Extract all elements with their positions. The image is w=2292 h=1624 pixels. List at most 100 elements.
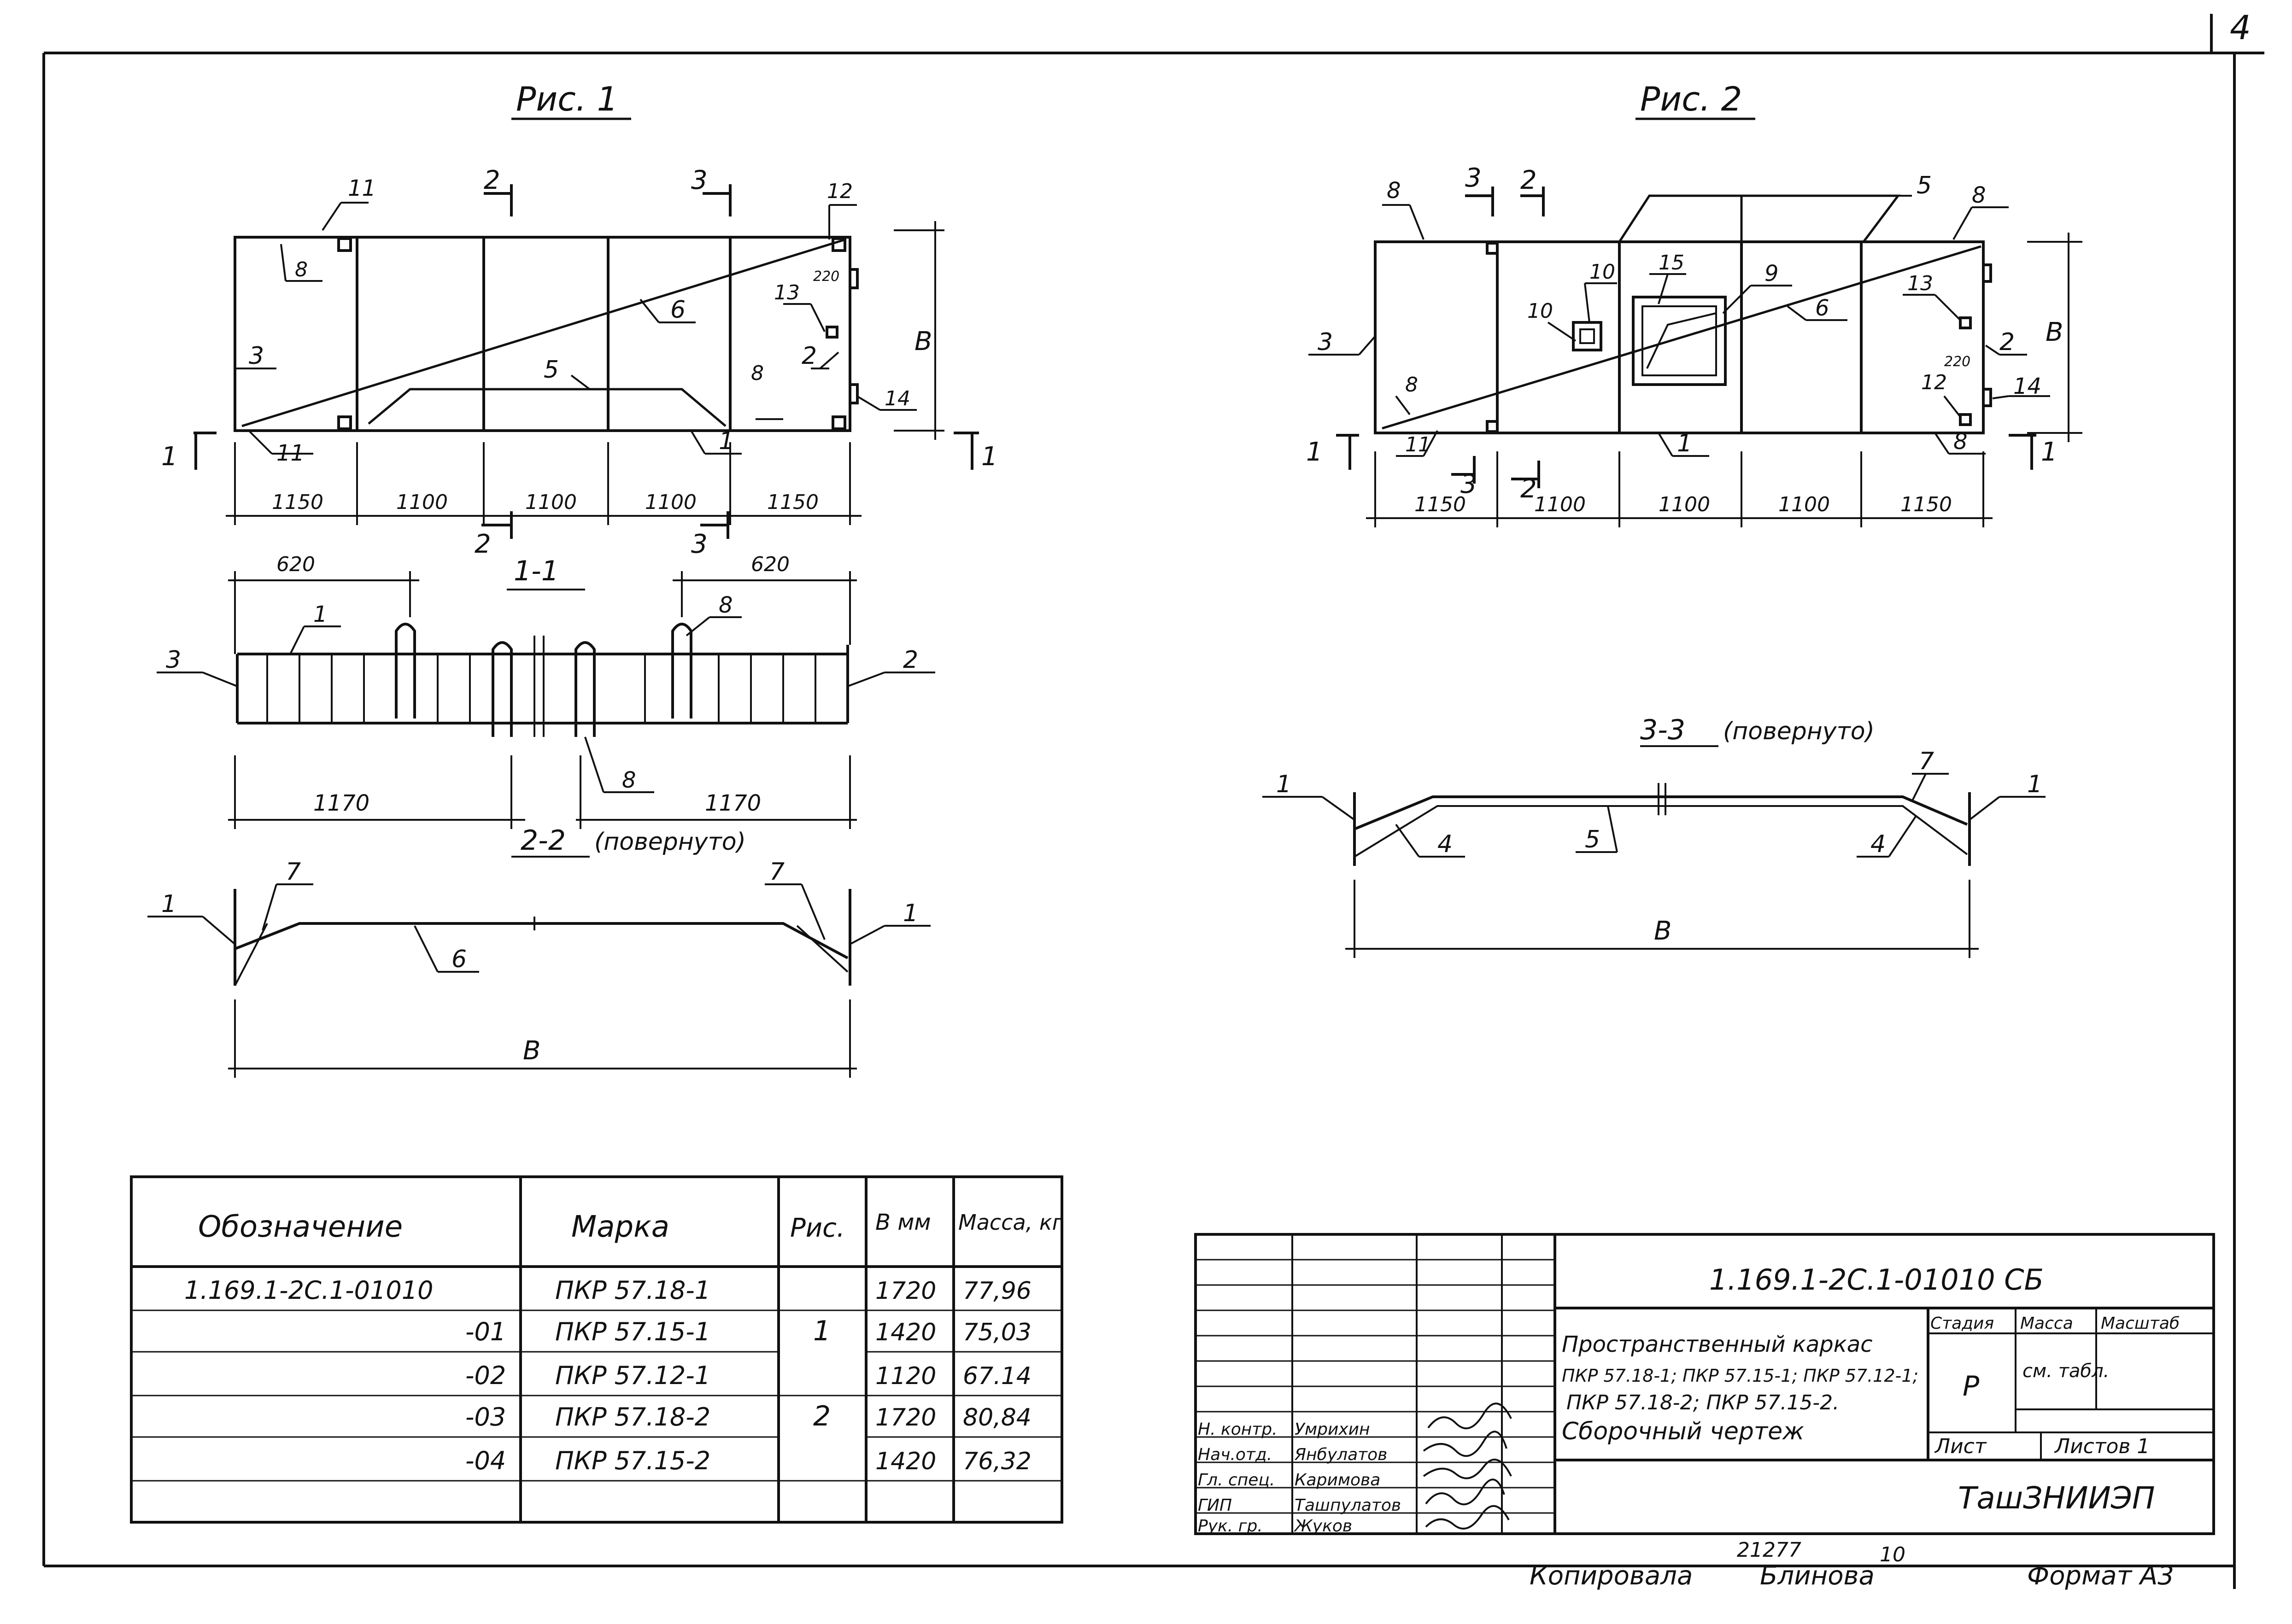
svg-text:2: 2 bbox=[1520, 165, 1537, 195]
svg-text:3: 3 bbox=[249, 342, 264, 370]
svg-text:1: 1 bbox=[1276, 771, 1291, 798]
svg-text:1420: 1420 bbox=[875, 1448, 936, 1475]
svg-text:12: 12 bbox=[827, 180, 853, 203]
title-block bbox=[1194, 1233, 2215, 1535]
svg-text:5: 5 bbox=[1585, 826, 1600, 853]
svg-text:ПКР 57.15-2: ПКР 57.15-2 bbox=[555, 1446, 710, 1475]
doc-title-1: Пространственный каркас bbox=[1562, 1332, 1873, 1357]
svg-text:1420: 1420 bbox=[875, 1319, 936, 1346]
svg-text:1150: 1150 bbox=[272, 491, 323, 514]
svg-text:(повернуто): (повернуто) bbox=[1723, 718, 1875, 745]
svg-text:Янбулатов: Янбулатов bbox=[1294, 1445, 1387, 1464]
fig1-plan-labels: 11 8 3 6 5 1 11 12 13 220 2 8 14 В 2 3 2… bbox=[161, 165, 998, 559]
svg-text:1150: 1150 bbox=[1414, 493, 1466, 516]
svg-text:6: 6 bbox=[670, 296, 686, 324]
doc-title-2: ПКР 57.18-1; ПКР 57.15-1; ПКР 57.12-1; bbox=[1562, 1366, 1918, 1386]
svg-text:Копировала: Копировала bbox=[1530, 1561, 1693, 1591]
svg-text:1150: 1150 bbox=[767, 491, 819, 514]
svg-text:В: В bbox=[1654, 916, 1671, 946]
svg-text:Листов 1: Листов 1 bbox=[2054, 1435, 2150, 1458]
svg-text:-04: -04 bbox=[465, 1446, 506, 1475]
svg-text:3-3: 3-3 bbox=[1640, 714, 1685, 746]
header-designation: Обозначение bbox=[198, 1210, 403, 1244]
fig1-section-2-2 bbox=[147, 856, 931, 1078]
svg-text:1150: 1150 bbox=[1900, 493, 1952, 516]
svg-text:1: 1 bbox=[1677, 430, 1692, 457]
svg-text:ПКР 57.15-1: ПКР 57.15-1 bbox=[555, 1317, 710, 1346]
svg-text:80,84: 80,84 bbox=[963, 1404, 1032, 1431]
svg-text:6: 6 bbox=[1815, 295, 1829, 321]
svg-text:13: 13 bbox=[1907, 272, 1933, 295]
svg-text:3: 3 bbox=[1465, 163, 1482, 193]
svg-text:8: 8 bbox=[622, 767, 636, 793]
svg-text:Рук. гр.: Рук. гр. bbox=[1198, 1517, 1263, 1536]
svg-text:10: 10 bbox=[1527, 299, 1553, 323]
svg-text:Ташпулатов: Ташпулатов bbox=[1295, 1496, 1401, 1515]
svg-text:15: 15 bbox=[1659, 251, 1684, 275]
svg-text:10: 10 bbox=[1589, 260, 1615, 284]
svg-text:12: 12 bbox=[1921, 371, 1947, 394]
svg-text:Формат А3: Формат А3 bbox=[2027, 1561, 2174, 1591]
svg-text:ПКР 57.18-2: ПКР 57.18-2 bbox=[555, 1402, 710, 1431]
fig2-plan bbox=[1308, 187, 2082, 527]
svg-text:11: 11 bbox=[348, 175, 376, 201]
svg-text:14: 14 bbox=[2013, 374, 2041, 399]
svg-text:8: 8 bbox=[1972, 182, 1986, 208]
spec-table bbox=[130, 1175, 1063, 1524]
svg-text:1100: 1100 bbox=[645, 491, 697, 514]
doc-title-4: Сборочный чертеж bbox=[1562, 1418, 1804, 1445]
svg-text:6: 6 bbox=[451, 946, 467, 973]
svg-text:13: 13 bbox=[774, 281, 800, 304]
svg-text:8: 8 bbox=[1387, 178, 1401, 204]
svg-text:ПКР 57.18-1: ПКР 57.18-1 bbox=[555, 1276, 710, 1305]
svg-text:7: 7 bbox=[286, 858, 301, 886]
svg-text:2: 2 bbox=[802, 342, 817, 370]
svg-text:Блинова: Блинова bbox=[1760, 1561, 1875, 1591]
svg-text:Умрихин: Умрихин bbox=[1295, 1420, 1370, 1439]
svg-text:1: 1 bbox=[313, 602, 328, 627]
svg-text:7: 7 bbox=[769, 858, 785, 886]
svg-text:ПКР 57.12-1: ПКР 57.12-1 bbox=[555, 1361, 710, 1390]
svg-text:75,03: 75,03 bbox=[963, 1319, 1032, 1346]
svg-text:8: 8 bbox=[751, 362, 764, 385]
svg-text:21277: 21277 bbox=[1737, 1538, 1801, 1562]
svg-text:11: 11 bbox=[1405, 433, 1431, 456]
title-block-text: 1.169.1-2С.1-01010 СБ Пространственный к… bbox=[1198, 1263, 2180, 1536]
doc-code: 1.169.1-2С.1-01010 СБ bbox=[1709, 1263, 2044, 1297]
svg-text:1720: 1720 bbox=[875, 1404, 936, 1431]
header-fig: Рис. bbox=[790, 1213, 845, 1243]
signatures bbox=[1423, 1402, 1512, 1530]
svg-text:1: 1 bbox=[2027, 771, 2042, 798]
svg-text:1: 1 bbox=[981, 442, 998, 472]
svg-text:1: 1 bbox=[2041, 437, 2058, 467]
header-mark: Марка bbox=[571, 1210, 669, 1244]
svg-text:1.169.1-2С.1-01010: 1.169.1-2С.1-01010 bbox=[184, 1276, 433, 1305]
svg-text:1: 1 bbox=[903, 900, 918, 927]
fig2-title: Рис. 2 bbox=[1640, 80, 1742, 118]
svg-text:8: 8 bbox=[295, 258, 308, 281]
header-b: В мм bbox=[875, 1209, 931, 1235]
fig2-section-3-3-labels: 3-3 (повернуто) 1 1 4 4 7 5 В bbox=[1276, 714, 2042, 946]
svg-text:(повернуто): (повернуто) bbox=[594, 828, 746, 856]
svg-text:8: 8 bbox=[1405, 373, 1418, 397]
svg-text:-01: -01 bbox=[465, 1317, 506, 1346]
svg-text:2: 2 bbox=[484, 165, 500, 195]
svg-text:В: В bbox=[523, 1036, 540, 1066]
svg-text:Жуков: Жуков bbox=[1294, 1517, 1352, 1536]
svg-text:2: 2 bbox=[813, 1400, 831, 1432]
svg-text:ГИП: ГИП bbox=[1198, 1496, 1232, 1515]
fig2: Рис. 2 bbox=[1262, 80, 2082, 958]
spec-table-text: Обозначение Марка Рис. В мм Масса, кг 1.… bbox=[184, 1209, 1064, 1475]
header-mass: Масса, кг bbox=[958, 1210, 1064, 1235]
svg-text:220: 220 bbox=[813, 269, 839, 285]
svg-text:1170: 1170 bbox=[705, 790, 761, 816]
svg-text:см. табл.: см. табл. bbox=[2022, 1361, 2109, 1382]
svg-text:-02: -02 bbox=[465, 1361, 506, 1390]
doc-title-3: ПКР 57.18-2; ПКР 57.15-2. bbox=[1566, 1391, 1839, 1414]
svg-text:1: 1 bbox=[161, 442, 178, 472]
svg-text:В: В bbox=[2046, 317, 2063, 347]
svg-text:Гл. спец.: Гл. спец. bbox=[1198, 1471, 1275, 1490]
organization: ТашЗНИИЭП bbox=[1958, 1480, 2155, 1516]
svg-text:1-1: 1-1 bbox=[514, 555, 559, 587]
